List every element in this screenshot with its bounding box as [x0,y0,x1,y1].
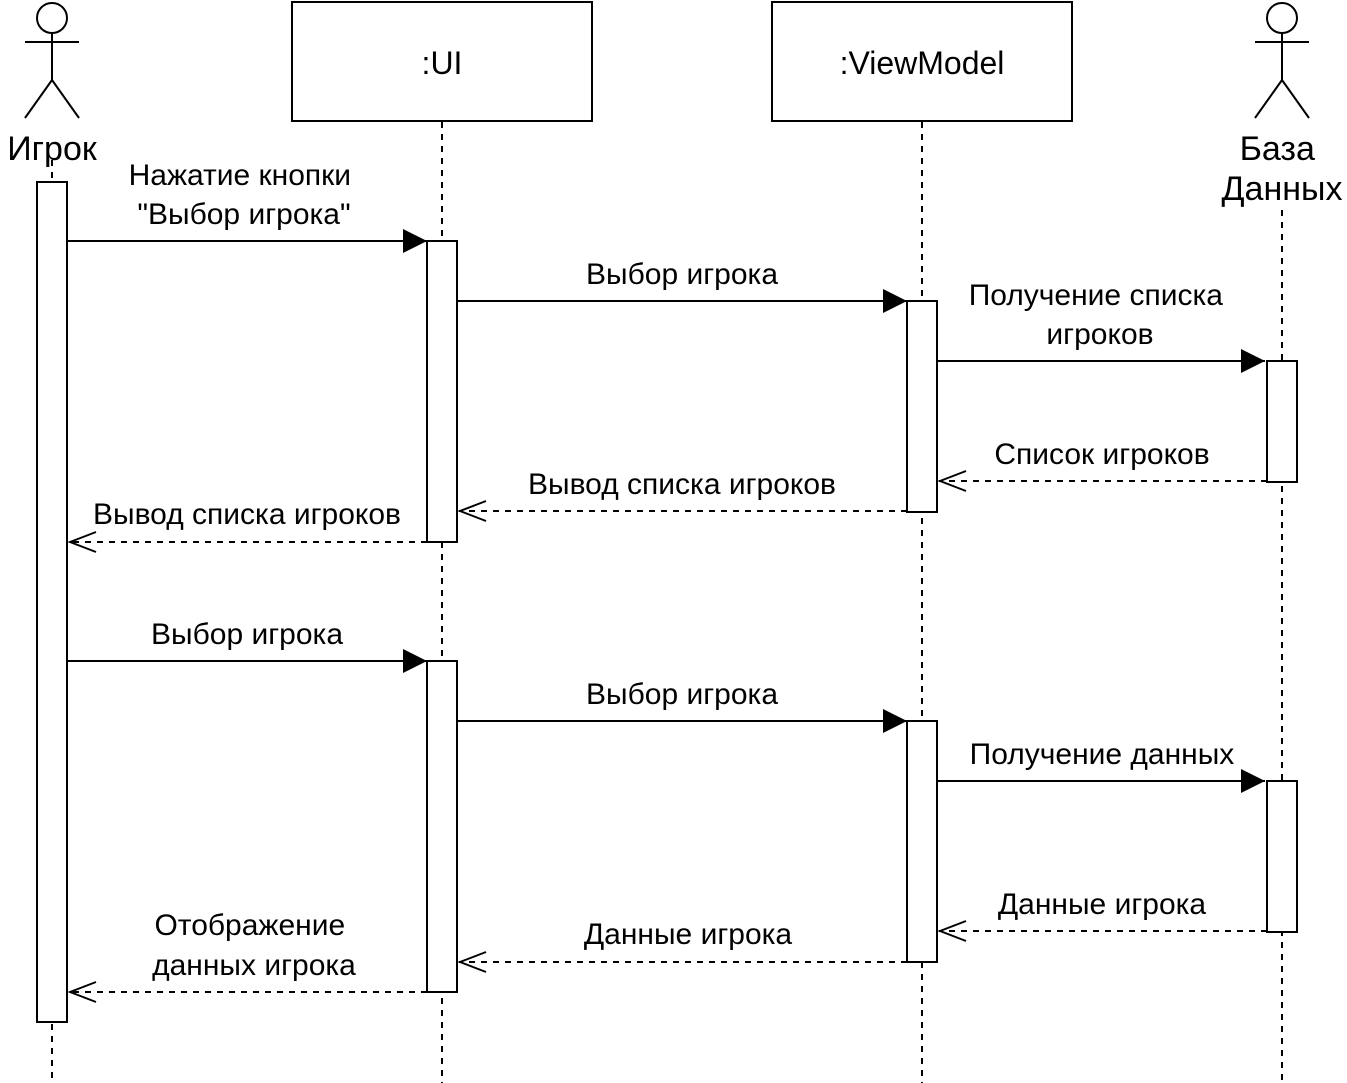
actor-player-icon [24,2,80,119]
message-label-2: Выбор игрока [586,258,778,291]
message-label-10: Данные игрока [998,888,1207,921]
message-label-12: Отображение данных игрока [152,909,356,982]
activation-database-2 [1266,780,1298,933]
message-label-5: Вывод списка игроков [528,468,836,501]
activation-viewmodel-2 [906,720,938,963]
participant-viewmodel-box [771,1,1073,122]
message-label-6: Вывод списка игроков [93,498,401,531]
actor-player-name: Игрок [7,130,98,168]
message-label-8: Выбор игрока [586,678,778,711]
actor-database-name: База Данных [1222,130,1343,208]
activation-viewmodel-1 [906,300,938,513]
message-label-9: Получение данных [970,738,1235,771]
participant-ui-name: :UI [422,45,463,81]
participant-viewmodel-name: :ViewModel [840,45,1005,81]
activation-ui-1 [426,240,458,543]
message-label-3: Получение списка игроков [969,279,1232,351]
message-label-4: Список игроков [994,438,1209,471]
activation-player [36,181,68,1023]
message-label-7: Выбор игрока [151,618,343,651]
message-label-11: Данные игрока [584,918,793,951]
message-label-1: Нажатие кнопки "Выбор игрока" [129,159,360,231]
participant-ui-box [291,1,593,122]
actor-database-icon [1254,2,1310,119]
activation-database-1 [1266,360,1298,483]
activation-ui-2 [426,660,458,993]
